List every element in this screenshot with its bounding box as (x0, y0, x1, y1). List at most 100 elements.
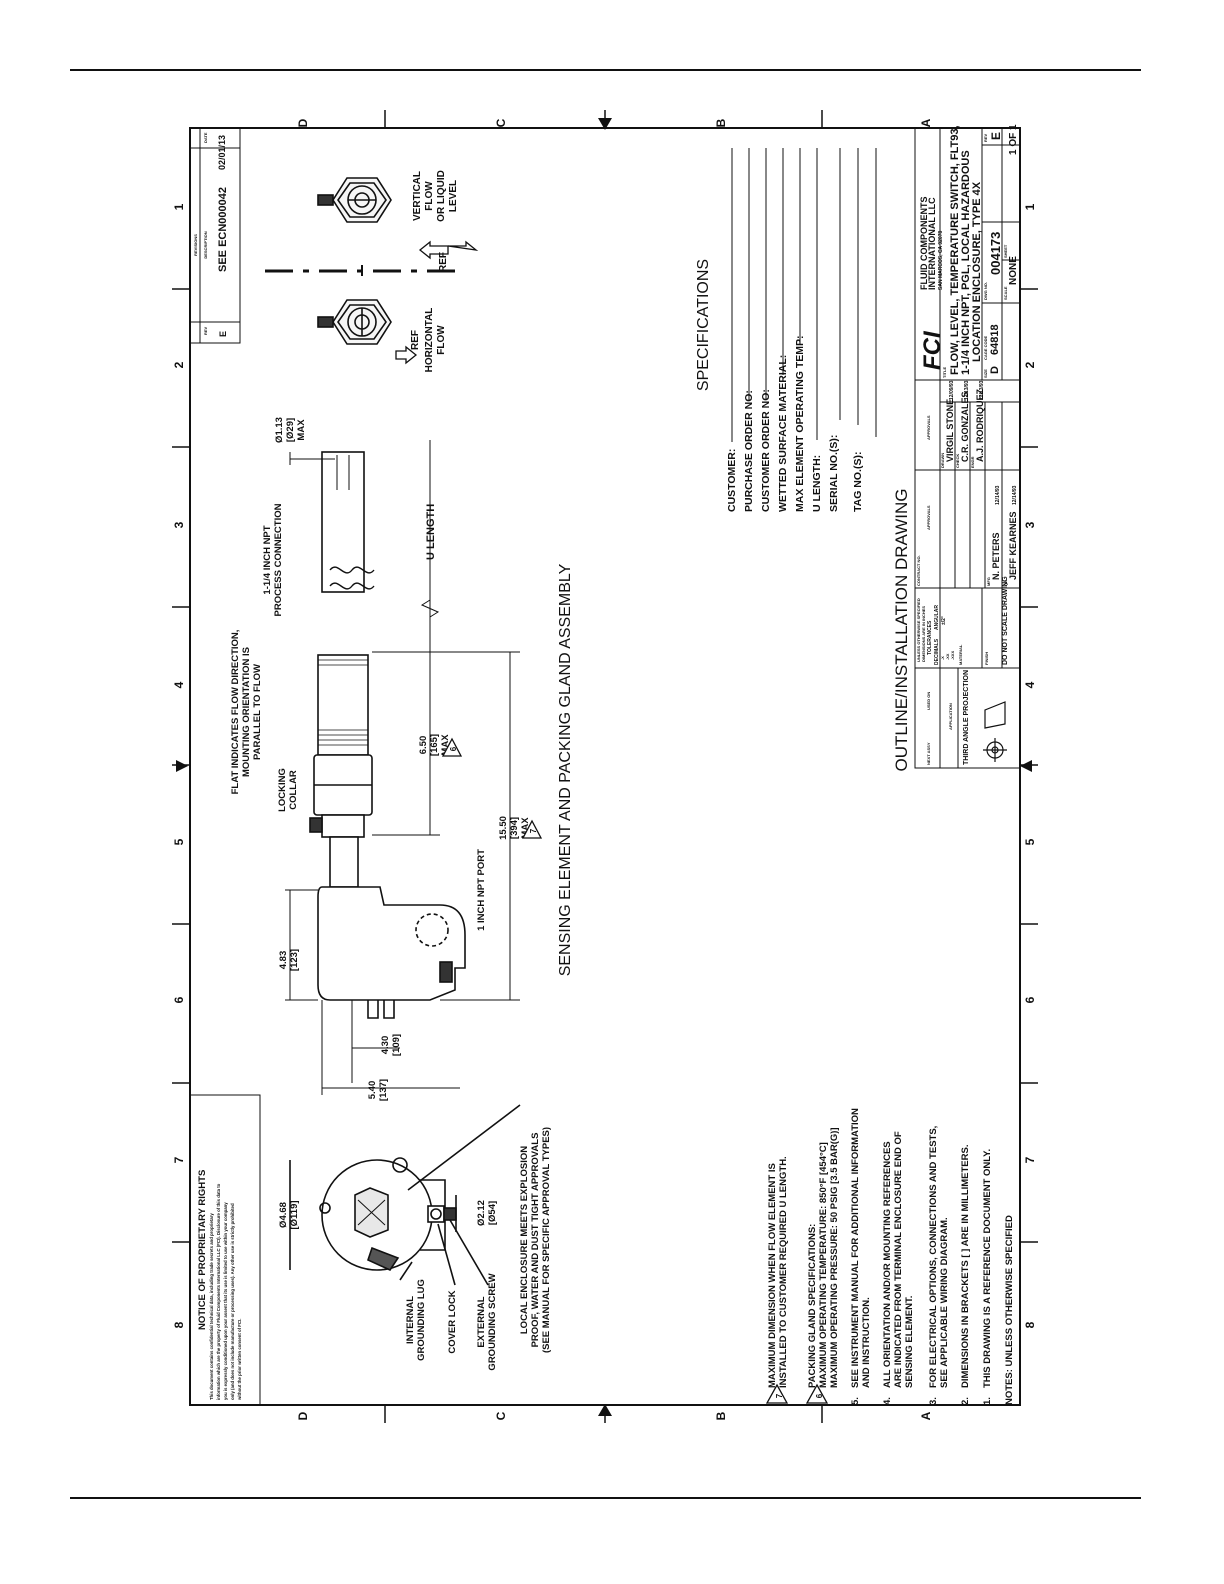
tb-rev-label: REV (983, 133, 988, 142)
tb-mfg-date: 12/14/93 (995, 485, 1001, 505)
tb-company-1: FLUID COMPONENTS (919, 197, 929, 291)
dim-650-2: [165] (429, 734, 440, 756)
dim-tip-3: MAX (296, 419, 307, 441)
tb-title-2: 1-1/4 INCH NPT, PGL, LOCAL HAZARDOUS (960, 150, 972, 375)
title-block (914, 127, 1021, 769)
zone-col-left-3: 3 (172, 521, 186, 528)
dim-1550-3: MAX (520, 817, 531, 839)
tb-tolerance-1: UNLESS OTHERWISE SPECIFIED (916, 598, 921, 662)
ref-label-vertical: REF (438, 252, 449, 272)
rev-letter: E (218, 331, 228, 337)
rev-header-date: DATE (203, 132, 208, 143)
tb-drawn: VIRGIL STONE (945, 399, 955, 462)
spec-u-length: U LENGTH: (811, 455, 823, 512)
tb-finish-label: FINISH (984, 652, 989, 665)
spec-purchase-order: PURCHASE ORDER NO: (743, 390, 755, 512)
rev-description: SEE ECN000042 (217, 187, 229, 272)
zone-col-left-6: 6 (172, 996, 186, 1003)
notice-line-4: only (and does not include manufacture o… (230, 1203, 235, 1400)
note-6-line-3: MAXIMUM OPERATING PRESSURE: 50 PSIG [3.5… (829, 1127, 840, 1388)
zone-row-top-d: D (296, 118, 310, 127)
zone-col-left-8: 8 (172, 1321, 186, 1328)
tb-application: APPLICATION (948, 703, 953, 730)
tb-tolerance-2: DIMENSIONS ARE IN INCHES (921, 606, 926, 662)
note-4-line-3: SENSING ELEMENT. (904, 1296, 915, 1388)
zone-col-left-7: 7 (172, 1156, 186, 1163)
tb-mfg-label: MFG (986, 577, 991, 586)
flow-vertical-4: LEVEL (448, 180, 459, 212)
zone-col-left-1: 1 (172, 203, 186, 210)
zone-col-right-3: 3 (1023, 521, 1037, 528)
note-1-line-1: THIS DRAWING IS A REFERENCE DOCUMENT ONL… (982, 1149, 993, 1388)
note-5-line-2: AND INSTRUCTION. (861, 1297, 872, 1388)
note-6-line-2: MAXIMUM OPERATING TEMPERATURE: 850°F [45… (818, 1142, 829, 1388)
tb-check-date: 12/13/93 (964, 380, 970, 400)
note-2-num: 2. (960, 1397, 971, 1405)
zone-ticks (172, 110, 1038, 1423)
note-3-num: 3. (928, 1397, 939, 1405)
tb-sheet-label: SHEET (1003, 244, 1008, 258)
zone-col-right-2: 2 (1023, 361, 1037, 368)
tb-angular: ±/2° (941, 616, 947, 625)
tb-title-label: TITLE (942, 367, 947, 378)
spec-max-temp: MAX ELEMENT OPERATING TEMP: (794, 335, 806, 512)
tb-drawn-date: 12/09/93 (949, 380, 955, 400)
note-4-line-2: ARE INDICATED FROM TERMINAL ENCLOSURE EN… (893, 1131, 904, 1388)
spec-customer-order: CUSTOMER ORDER NO: (760, 389, 772, 512)
tb-engr: A.J. RODRIQUEZ (975, 388, 985, 462)
note-4-num: 4. (882, 1397, 893, 1405)
tb-qa: JEFF KEARNES (1008, 511, 1018, 580)
notes: NOTES: UNLESS OTHERWISE SPECIFIED 1. THI… (767, 1108, 1015, 1405)
npt-port-label: 1 INCH NPT PORT (476, 849, 487, 931)
sensor-assembly (309, 451, 466, 1019)
tb-scale-label: SCALE (1003, 286, 1008, 300)
note-triangles (441, 737, 829, 1404)
end-view-vertical (317, 177, 392, 223)
revision-block (189, 127, 241, 344)
tb-decimal-3: .XXX (950, 651, 955, 660)
zone-col-right-4: 4 (1023, 681, 1037, 688)
tb-logo: FCI (919, 330, 946, 370)
note-6-flag: 6 (815, 1393, 824, 1398)
zone-labels: D C B A D C B A 1 2 3 4 5 6 7 8 1 2 3 4 … (172, 118, 1037, 1420)
local-enclosure-2: PROOF, WATER AND DUST TIGHT APPROVALS (530, 1133, 541, 1348)
dim-540-1: 5.40 (367, 1081, 378, 1100)
flat-note-3: PARALLEL TO FLOW (252, 664, 263, 760)
u-length-label: U LENGTH (425, 504, 437, 560)
internal-lug-1: INTERNAL (405, 1296, 416, 1344)
tb-approvals-label-2: APPROVALS (926, 415, 931, 440)
flow-vertical-3: OR LIQUID (436, 170, 447, 222)
drawing-title: OUTLINE/INSTALLATION DRAWING (892, 488, 911, 771)
tb-engr-label: ENGR (970, 456, 975, 468)
locking-collar-2: COLLAR (288, 770, 299, 810)
dim-1550-flag: 7 (529, 828, 538, 833)
zone-col-left-5: 5 (172, 838, 186, 845)
tb-next-assy: NEXT ASSY (926, 742, 931, 765)
tb-material-label: MATERIAL (958, 644, 963, 665)
spec-tag: TAG NO.(S): (852, 452, 864, 512)
tb-qa-date: 12/14/93 (1012, 485, 1018, 505)
dim-tip-1: Ø1.13 (274, 417, 285, 443)
tb-check-label: CHECK (955, 454, 960, 468)
note-6-line-1: PACKING GLAND SPECIFICATIONS: (807, 1224, 818, 1388)
dim-483-1: 4.83 (278, 951, 289, 970)
tb-dwg-label: DWG NO. (983, 282, 988, 300)
flat-note-1: FLAT INDICATES FLOW DIRECTION, (230, 630, 241, 795)
notice-line-1: This document contains confidential tech… (209, 1213, 214, 1400)
internal-lug-2: GROUNDING LUG (416, 1279, 427, 1361)
zone-row-top-a: A (919, 118, 933, 127)
zone-row-bottom-b: B (714, 1411, 728, 1420)
ref-arrows (395, 240, 479, 365)
note-1-num: 1. (982, 1397, 993, 1405)
dim-468-1: Ø4.68 (278, 1202, 289, 1228)
tb-scale: NONE (1008, 256, 1019, 285)
zone-col-right-6: 6 (1023, 996, 1037, 1003)
dim-483-2: [123] (289, 949, 300, 971)
npt-process-2: PROCESS CONNECTION (273, 503, 284, 616)
zone-col-right-5: 5 (1023, 838, 1037, 845)
notice-line-5: without the prior written consent of FCI… (237, 1319, 242, 1401)
rev-header-revisions: REVISIONS (193, 234, 198, 256)
dim-650-flag: 6 (449, 746, 458, 751)
note-7-flag: 7 (775, 1393, 784, 1398)
locking-collar-1: LOCKING (277, 768, 288, 812)
